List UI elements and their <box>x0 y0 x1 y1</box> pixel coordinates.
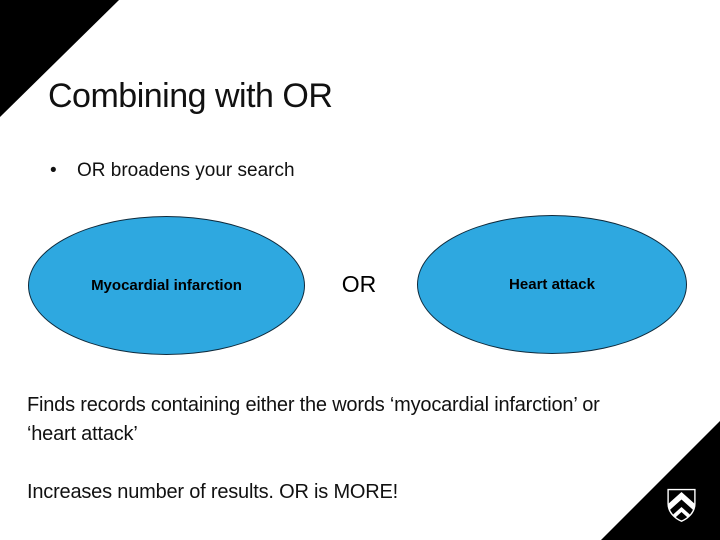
bullet-text: OR broadens your search <box>77 160 295 181</box>
bullet-marker: • <box>50 160 57 181</box>
body-text-line-2: ‘heart attack’ <box>27 423 138 445</box>
venn-ellipse-myocardial-infarction: Myocardial infarction <box>28 216 305 355</box>
shield-chevron-lower <box>671 507 692 521</box>
venn-ellipse-heart-attack: Heart attack <box>417 215 687 354</box>
or-operator-label: OR <box>341 271 377 297</box>
bullet-item: • OR broadens your search <box>50 159 295 183</box>
university-shield-logo <box>667 488 696 522</box>
slide-title: Combining with OR <box>48 77 333 115</box>
shield-chevron-upper <box>668 492 695 512</box>
footer-note: Increases number of results. OR is MORE! <box>27 481 399 503</box>
shield-outline <box>667 488 696 522</box>
body-text-line-1: Finds records containing either the word… <box>27 394 600 416</box>
venn-ellipse-right-label: Heart attack <box>509 276 595 293</box>
body-text: Finds records containing either the word… <box>27 391 600 449</box>
corner-triangle-bottom-right <box>601 421 720 540</box>
venn-ellipse-left-label: Myocardial infarction <box>91 277 242 294</box>
